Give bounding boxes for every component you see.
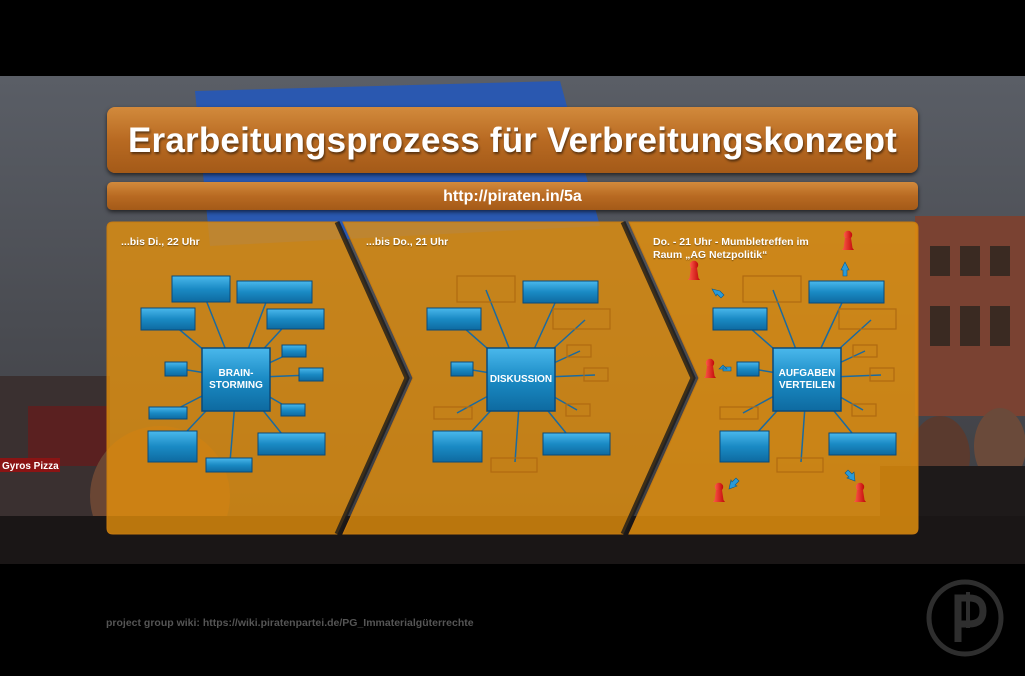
mindmap-aufgaben-nodes	[712, 280, 897, 463]
center-label-aufgaben-1: AUFGABEN	[779, 368, 836, 379]
mindmap-diskussion-faded-nodes	[433, 275, 611, 473]
phase-label-3: Do. - 21 Uhr - Mumbletreffen im Raum „AG…	[653, 236, 809, 262]
title-bar: Erarbeitungsprozess für Verbreitungskonz…	[107, 107, 918, 173]
url-bar: http://piraten.in/5a	[107, 182, 918, 210]
center-label-aufgaben-2: VERTEILEN	[779, 380, 835, 391]
phase-label-2: ...bis Do., 21 Uhr	[366, 236, 449, 248]
arrow-icon	[711, 261, 856, 490]
mindmap-brainstorming-nodes	[140, 275, 326, 473]
footer-wiki-link[interactable]: project group wiki: https://wiki.piraten…	[106, 617, 474, 629]
slide-url[interactable]: http://piraten.in/5a	[443, 188, 582, 205]
center-label-brainstorming-2: STORMING	[209, 380, 263, 391]
phase-label-3-line-1: Do. - 21 Uhr - Mumbletreffen im	[653, 236, 809, 248]
process-diagram: BRAIN- STORMING	[106, 220, 919, 536]
phase-label-1: ...bis Di., 22 Uhr	[121, 236, 200, 248]
mindmap-diskussion-nodes	[426, 280, 611, 463]
mindmap-aufgaben-faded-nodes	[719, 275, 897, 473]
center-label-brainstorming-1: BRAIN-	[219, 368, 254, 379]
slide-title: Erarbeitungsprozess für Verbreitungskonz…	[127, 121, 898, 160]
pirate-logo-icon	[926, 579, 1004, 657]
shop-sign: Gyros Pizza	[2, 461, 59, 472]
center-label-diskussion: DISKUSSION	[490, 374, 552, 385]
phase-label-3-line-2: Raum „AG Netzpolitik“	[653, 249, 768, 261]
